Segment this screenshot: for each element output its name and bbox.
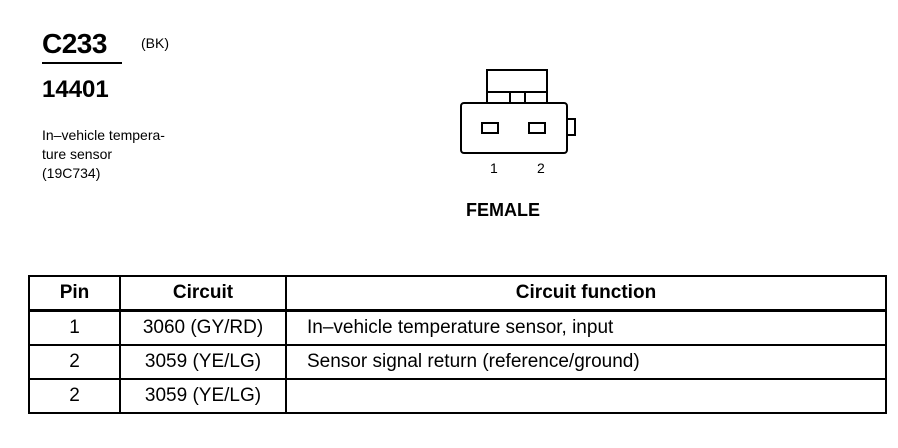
header-pin: Pin bbox=[28, 275, 121, 312]
part-number: 14401 bbox=[42, 76, 109, 103]
description-line: (19C734) bbox=[42, 165, 101, 181]
pinout-table: Pin Circuit Circuit function 1 3060 (GY/… bbox=[28, 275, 887, 414]
connector-code: C233 bbox=[42, 28, 107, 59]
function-cell bbox=[285, 378, 887, 414]
circuit-cell: 3060 (GY/RD) bbox=[119, 309, 287, 346]
connector-face-drawing bbox=[460, 69, 576, 154]
circuit-cell: 3059 (YE/LG) bbox=[119, 378, 287, 414]
pin-cavity-2 bbox=[528, 122, 546, 134]
pin-cell: 2 bbox=[28, 378, 121, 414]
pin-cell: 1 bbox=[28, 309, 121, 346]
circuit-cell: 3059 (YE/LG) bbox=[119, 344, 287, 380]
description-line: In–vehicle tempera- bbox=[42, 127, 165, 143]
table-row: 2 3059 (YE/LG) Sensor signal return (ref… bbox=[28, 344, 887, 380]
table-row: 2 3059 (YE/LG) bbox=[28, 378, 887, 414]
table-row: 1 3060 (GY/RD) In–vehicle temperature se… bbox=[28, 309, 887, 346]
connector-color: (BK) bbox=[141, 35, 169, 51]
pin-cavity-1 bbox=[481, 122, 499, 134]
connector-latch bbox=[486, 69, 548, 106]
table-header-row: Pin Circuit Circuit function bbox=[28, 275, 887, 312]
function-cell: Sensor signal return (reference/ground) bbox=[285, 344, 887, 380]
component-description: In–vehicle tempera- ture sensor (19C734) bbox=[42, 126, 242, 183]
connector-body bbox=[460, 102, 568, 154]
connector-key bbox=[567, 118, 576, 136]
title-rule bbox=[42, 62, 122, 64]
pin-label-1: 1 bbox=[490, 160, 498, 176]
pin-label-2: 2 bbox=[537, 160, 545, 176]
function-cell: In–vehicle temperature sensor, input bbox=[285, 309, 887, 346]
description-line: ture sensor bbox=[42, 146, 113, 162]
header-circuit-function: Circuit function bbox=[285, 275, 887, 312]
gender-label: FEMALE bbox=[466, 200, 540, 220]
pin-cell: 2 bbox=[28, 344, 121, 380]
header-circuit: Circuit bbox=[119, 275, 287, 312]
